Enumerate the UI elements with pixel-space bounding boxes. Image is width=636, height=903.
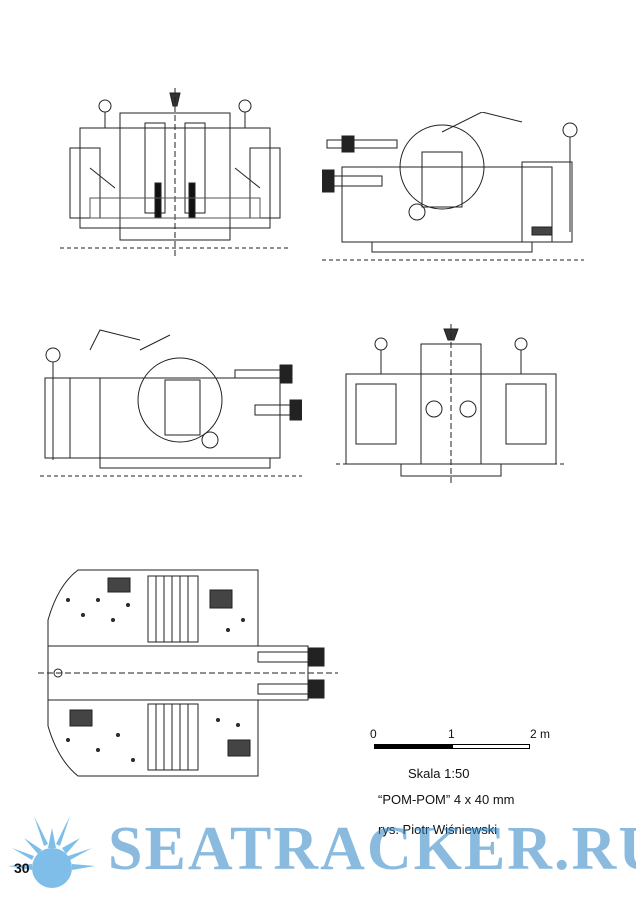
drawing-title: “POM-POM” 4 x 40 mm <box>378 792 515 807</box>
scale-bar: 0 1 2 m <box>370 728 552 758</box>
rear-elevation-drawing <box>336 324 566 484</box>
author-credit: rys. Piotr Wiśniewski <box>378 822 498 837</box>
scale-bar-white-segment <box>452 744 530 749</box>
page-number: 30 <box>14 860 30 876</box>
watermark-sun-logo <box>0 808 110 898</box>
front-elevation-drawing <box>60 88 290 258</box>
plan-top-view-drawing <box>38 560 338 786</box>
right-side-elevation-drawing <box>322 112 584 264</box>
scale-caption: Skala 1:50 <box>408 766 470 781</box>
scale-tick-label: 0 <box>370 727 377 741</box>
left-side-elevation-drawing <box>40 320 302 482</box>
scale-bar-black-segment <box>374 744 452 749</box>
scale-tick-label: 2 m <box>530 727 551 741</box>
scale-tick-label: 1 <box>448 727 455 741</box>
watermark-text: SEATRACKER.RU <box>108 815 636 883</box>
